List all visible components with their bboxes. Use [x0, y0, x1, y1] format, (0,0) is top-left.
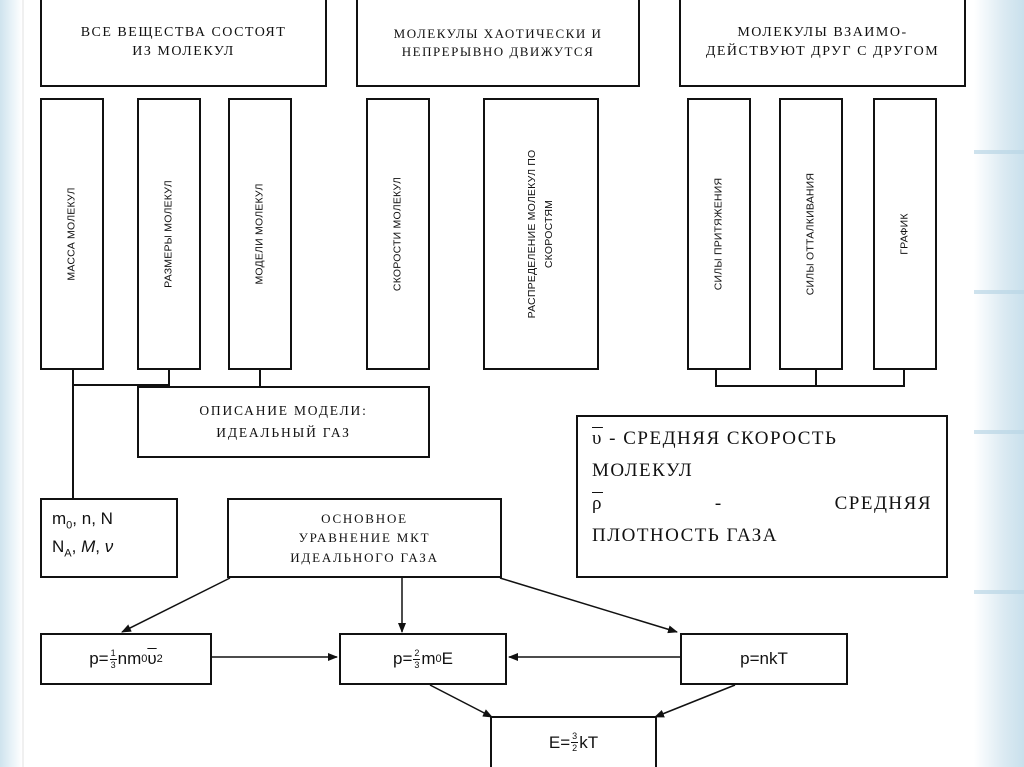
eq1-numerator: 1 [110, 647, 116, 658]
symbols-box: m0, n, N NA, M, ν [40, 498, 178, 578]
repulsion-column: СИЛЫ ОТТАЛКИВАНИЯ [779, 98, 843, 370]
mass-column: МАССА МОЛЕКУЛ [40, 98, 104, 370]
eq2-numerator: 2 [414, 647, 420, 658]
model-description-line1: ОПИСАНИЕ МОДЕЛИ: [199, 403, 368, 419]
eq2-body: m [421, 649, 436, 668]
arrow-to-kinetic [121, 577, 231, 633]
speeds-column: СКОРОСТИ МОЛЕКУЛ [366, 98, 430, 370]
substances-text: ВСЕ ВЕЩЕСТВА СОСТОЯТ ИЗ МОЛЕКУЛ [80, 24, 287, 59]
basic-equation-line2: УРАВНЕНИЕ МКТ [298, 530, 431, 546]
eq1-body: nm [117, 649, 142, 668]
force-connector-3 [903, 370, 905, 386]
density-symbol: ρ [592, 492, 603, 514]
equation-state-box: p=nkT [680, 633, 848, 685]
basic-equation-box: ОСНОВНОЕ УРАВНЕНИЕ МКТ ИДЕАЛЬНОГО ГАЗА [227, 498, 502, 578]
arrow-state-to-mean [654, 684, 736, 718]
eq2-fraction-bar [413, 658, 421, 660]
eq3-text: p=nkT [740, 649, 788, 668]
models-column: МОДЕЛИ МОЛЕКУЛ [228, 98, 292, 370]
decor-stripe [974, 430, 1024, 434]
legend-density-row: ρ - СРЕДНЯЯ [592, 488, 932, 520]
m0-sub: 0 [66, 519, 73, 532]
motion-box: МОЛЕКУЛЫ ХАОТИЧЕСКИ И НЕПРЕРЫВНО ДВИЖУТС… [356, 0, 640, 87]
eq1-sup: 2 [156, 653, 163, 665]
eq1-denominator: 3 [110, 659, 116, 670]
eq2-sub: 0 [435, 653, 442, 665]
eq4-numerator: 3 [572, 731, 578, 741]
eq2-fraction: 2 3 [413, 647, 421, 670]
force-connector-1 [715, 370, 717, 386]
distribution-column: РАСПРЕДЕЛЕНИЕ МОЛЕКУЛ ПО СКОРОСТЯМ [483, 98, 599, 370]
eq1-sub: 0 [141, 653, 148, 665]
eq4-fraction: 3 2 [571, 731, 579, 753]
interaction-box: МОЛЕКУЛЫ ВЗАИМО-ДЕЙСТВУЮТ ДРУГ С ДРУГОМ [679, 0, 966, 87]
na-sub: A [64, 547, 72, 560]
slide-left-edge [0, 0, 22, 767]
attraction-column: СИЛЫ ПРИТЯЖЕНИЯ [687, 98, 751, 370]
arrow-energy-to-mean [429, 684, 493, 718]
density-text: СРЕДНЯЯ [834, 492, 932, 514]
model-description-box: ОПИСАНИЕ МОДЕЛИ: ИДЕАЛЬНЫЙ ГАЗ [137, 386, 430, 458]
eq1-prefix: p= [89, 649, 109, 668]
equation-mean-energy-box: E= 3 2 kT [490, 716, 657, 767]
eq2-tail: E [441, 649, 454, 668]
size-column: РАЗМЕРЫ МОЛЕКУЛ [137, 98, 201, 370]
eq4-fraction-bar [571, 742, 579, 743]
interaction-text: МОЛЕКУЛЫ ВЗАИМО-ДЕЙСТВУЮТ ДРУГ С ДРУГОМ [705, 24, 940, 59]
eq2-prefix: p= [392, 649, 413, 668]
model-description-line2: ИДЕАЛЬНЫЙ ГАЗ [216, 425, 351, 440]
page-edge [22, 0, 24, 767]
molar-mass-symbol: M [81, 537, 96, 557]
eq2-denominator: 3 [414, 659, 420, 670]
arrow-to-state [499, 577, 678, 634]
slide-right-edge [974, 0, 1024, 767]
decor-stripe [974, 590, 1024, 594]
legend-density-row2: ПЛОТНОСТЬ ГАЗА [592, 524, 778, 546]
legend-velocity-row2: МОЛЕКУЛ [592, 460, 694, 482]
eq1-fraction: 1 3 [109, 647, 117, 670]
eq4-prefix: E= [548, 732, 571, 752]
eq1-fraction-bar [109, 658, 117, 660]
mass-connector [72, 370, 74, 498]
velocity-text: - СРЕДНЯЯ СКОРОСТЬ [602, 428, 838, 449]
basic-equation-line3: ИДЕАЛЬНОГО ГАЗА [290, 549, 439, 565]
force-connector-h [715, 385, 905, 387]
graph-column: ГРАФИК [873, 98, 937, 370]
legend-velocity-row: υ - СРЕДНЯЯ СКОРОСТЬ [592, 423, 932, 455]
basic-equation-line1: ОСНОВНОЕ [321, 510, 408, 526]
substances-box: ВСЕ ВЕЩЕСТВА СОСТОЯТ ИЗ МОЛЕКУЛ [40, 0, 327, 87]
decor-stripe [974, 150, 1024, 154]
symbols-line1: m0, n, N [52, 509, 113, 532]
size-connector-h [72, 384, 170, 386]
velocity-symbol: υ [592, 428, 603, 449]
motion-text: МОЛЕКУЛЫ ХАОТИЧЕСКИ И НЕПРЕРЫВНО ДВИЖУТС… [393, 25, 603, 59]
decor-stripe [974, 290, 1024, 294]
eq1-velocity: υ [147, 649, 157, 668]
symbols-line1-rest: , n, N [72, 509, 113, 528]
eq4-tail: kT [579, 732, 599, 752]
size-connector-v [168, 370, 170, 385]
eq4-denominator: 2 [572, 743, 578, 753]
force-connector-2 [815, 370, 817, 386]
models-connector [259, 370, 261, 388]
symbols-line2: NA, M, ν [52, 537, 114, 560]
density-dash: - [714, 492, 723, 514]
nu-symbol: ν [104, 537, 114, 557]
legend-box: υ - СРЕДНЯЯ СКОРОСТЬ МОЛЕКУЛ ρ - СРЕДНЯЯ… [576, 415, 948, 578]
